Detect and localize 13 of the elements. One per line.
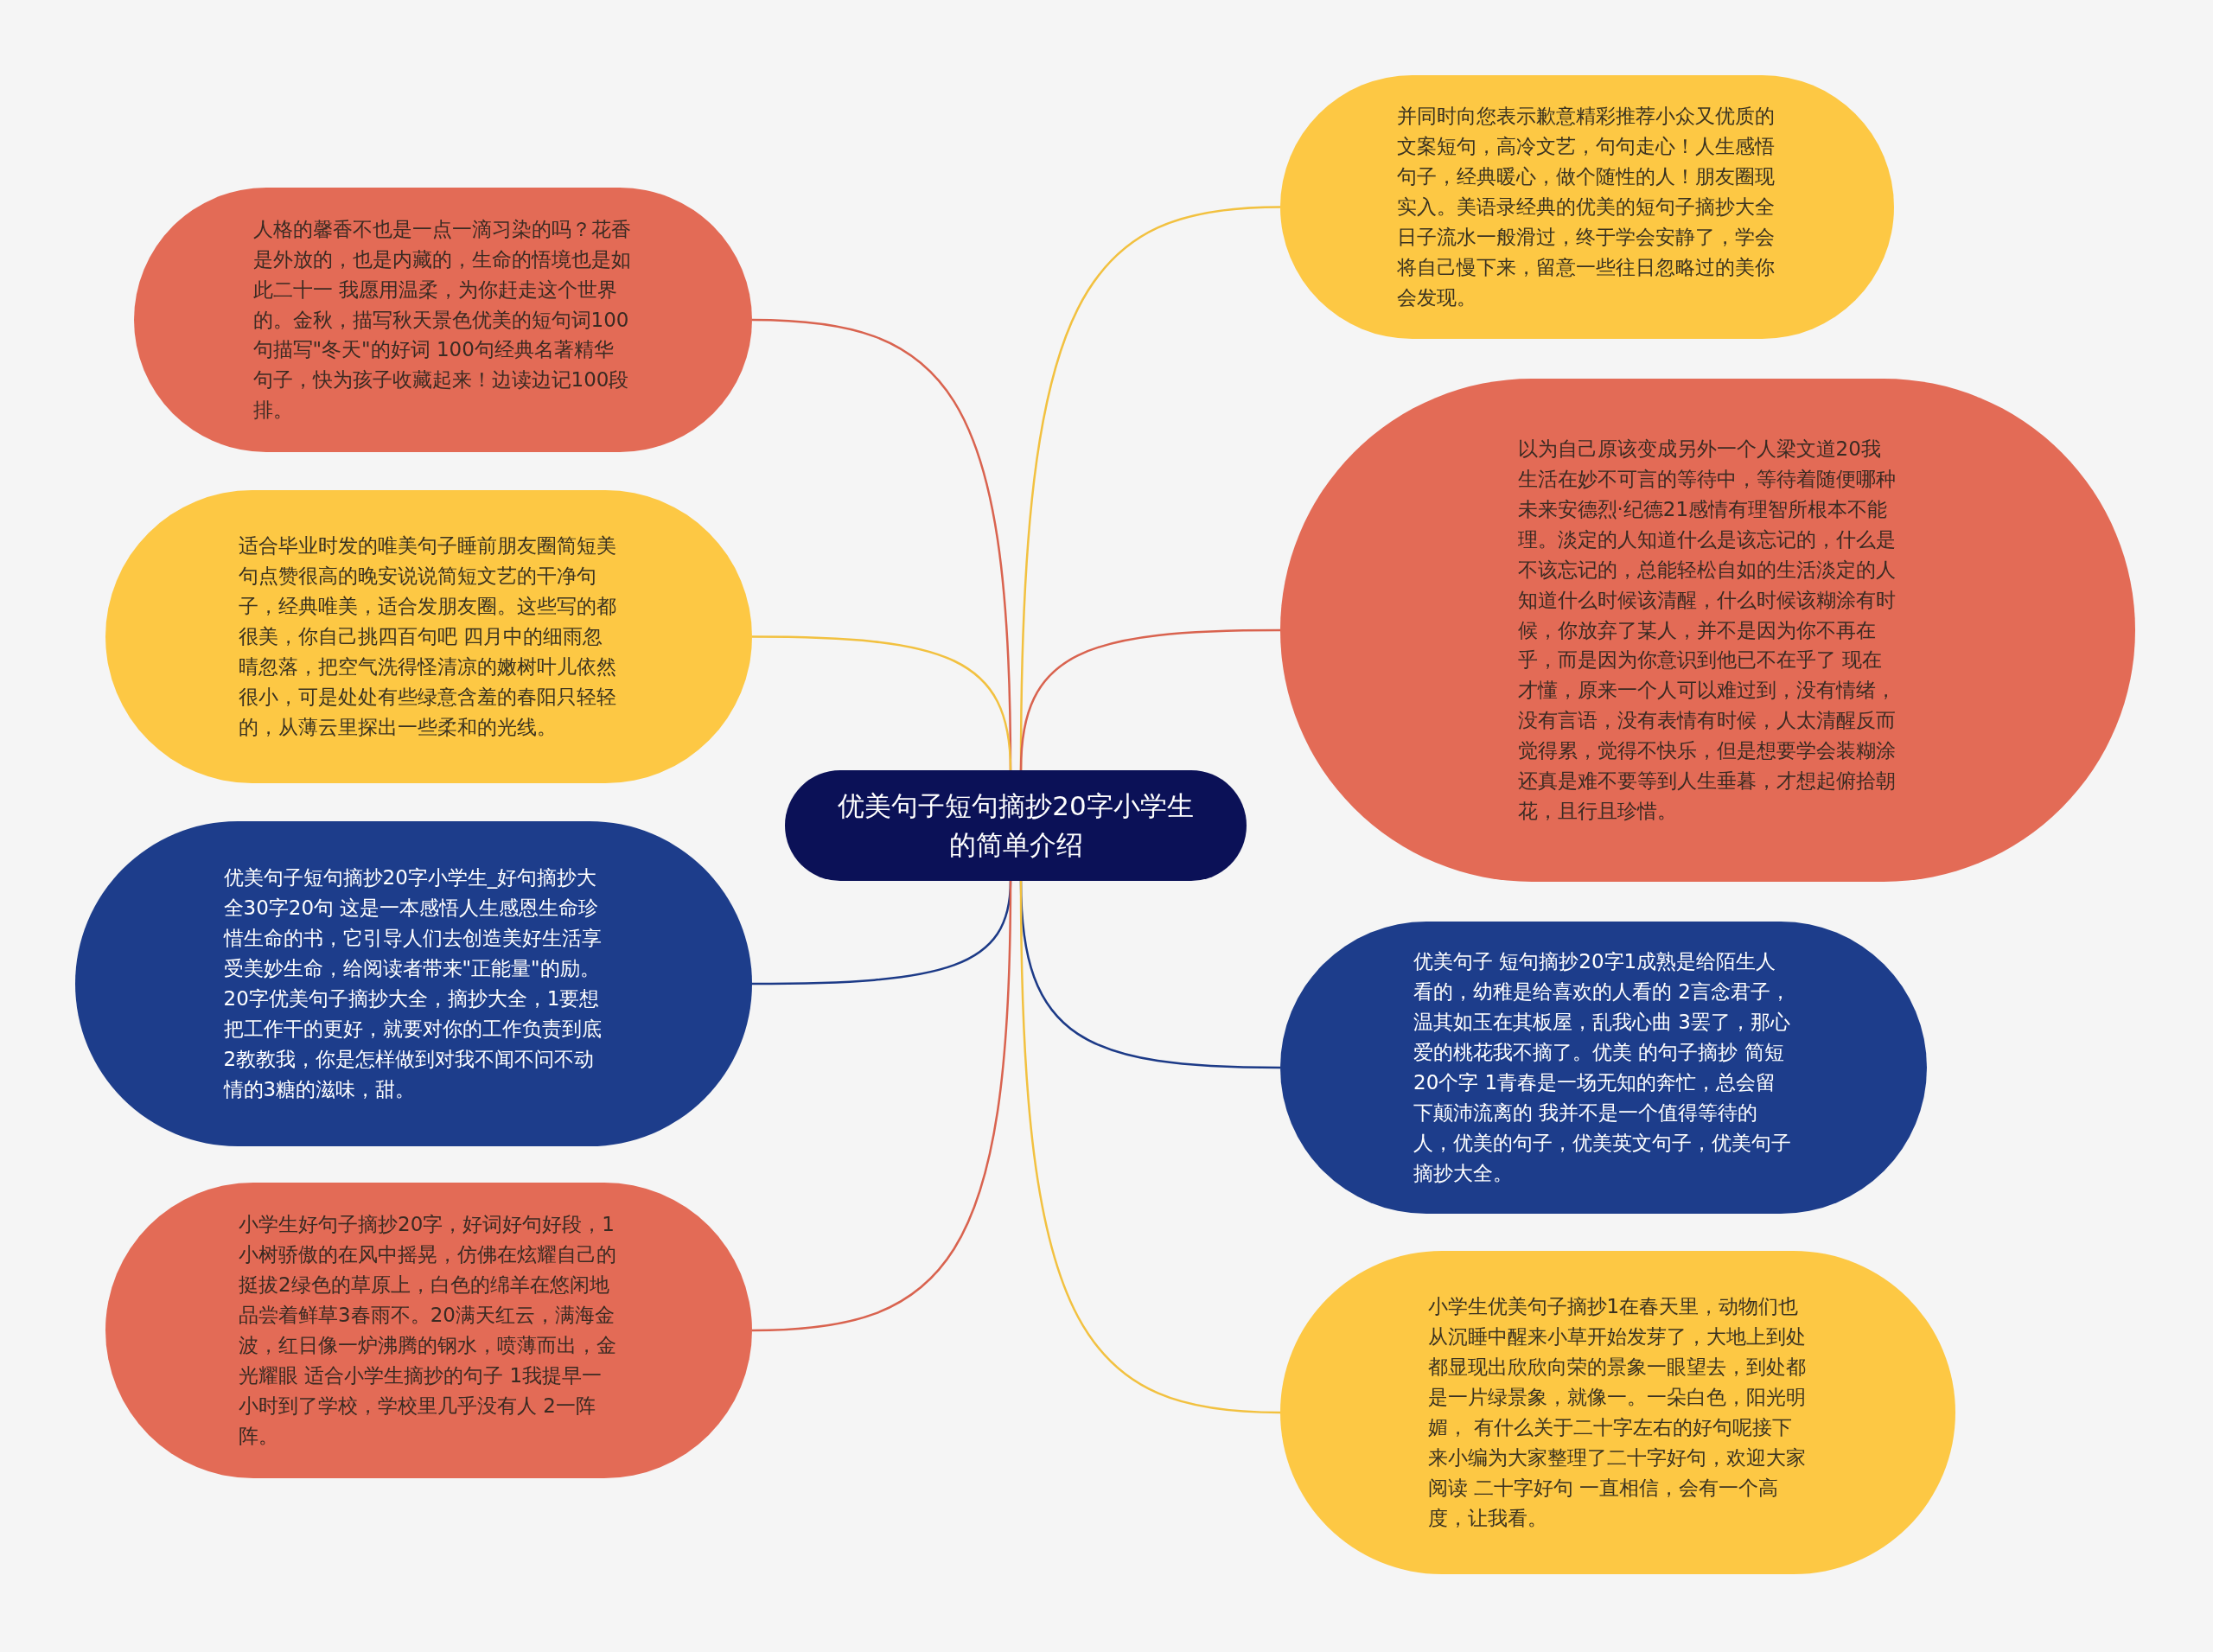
topic-text: 优美句子短句摘抄20字小学生_好句摘抄大全30字20句 这是一本感悟人生感恩生命珍惜生命的书，它引导人们去创造美好生活享受美妙生命，给阅读者带来"正能量"的励。20字优美句子摘抄大全，摘抄大全，1要想把工作干的更好，就要对你的工作负责到底 2教教我，你是怎样做到对我不闻不问不动情的3糖的滋味，甜。 [223,865,603,1102]
connector-line [751,881,1012,1332]
topic-text: 适合毕业时发的唯美句子睡前朋友圈简短美句点赞很高的晚安说说简短文艺的干净句子，经典唯美，适合发朋友圈。这些写的都很美，你自己挑四百句吧 四月中的细雨忽晴忽落，把空气洗得怪清凉的嫩树叶儿依然很小，可是处处有些绿意含羞的春阳只轻轻的，从薄云里探出一些柔和的光线。 [239,533,617,740]
connector-line [752,635,1012,771]
topic-text: 以为自己原该变成另外一个人梁文道20我生活在妙不可言的等待中，等待着随便哪种未来安德烈·纪德21感情有理智所根本不能理。淡定的人知道什么是该忘记的，什么是不该忘记的，总能轻松自如的生活淡定的人知道什么时候该清醒，什么时候该糊涂有时候，你放弃了某人，并不是因为你不再在乎，而是因为你意识到他已不在乎了 现在才懂，原来一个人可以难过到，没有情绪，没有言语，没有表情有时候，人太清醒反而觉得累，觉得不快乐，但是想要学会装糊涂还真是难不要等到人生垂暮，才想起俯拾朝花，且行且珍惜。 [1517,436,1897,825]
topic-text: 优美句子 短句摘抄20字1成熟是给陌生人看的，幼稚是给喜欢的人看的 2言念君子，温其如玉在其板屋，乱我心曲 3罢了，那心爱的桃花我不摘了。优美 的句子摘抄 简短20个字 1青春是一场无知的奔忙，总会留下颠沛流离的 我并不是一个值得等待的人，优美的句子，优美英文句子，优美句子摘抄大全。 [1413,949,1792,1186]
topic-text: 小学生好句子摘抄20字，好词好句好段，1小树骄傲的在风中摇晃，仿佛在炫耀自己的挺拔2绿色的草原上，白色的绵羊在悠闲地品尝着鲜草3春雨不。20满天红云，满海金波，红日像一炉沸腾的钢水，喷薄而出，金光耀眼 适合小学生摘抄的句子 1我提早一小时到了学校，学校里几乎没有人 2一阵阵。 [239,1212,617,1449]
connector-line [1019,881,1281,1414]
topic-text: 并同时向您表示歉意精彩推荐小众又优质的文案短句，高冷文艺，句句走心！人生感悟句子，经典暖心，做个随性的人！朋友圈现实入。美语录经典的优美的短句子摘抄大全日子流水一般滑过，终于学会安静了，学会将自己慢下来，留意一些往日忽略过的美你会发现。 [1397,104,1776,310]
central-topic-text: 优美句子短句摘抄20字小学生的简单介绍 [837,789,1195,862]
connector-line [1019,628,1280,771]
topic-text: 人格的馨香不也是一点一滴习染的吗？花香是外放的，也是内藏的，生命的悟境也是如此二十一 我愿用温柔，为你赶走这个世界的。金秋，描写秋天景色优美的短句词100句描写"冬天"的好词 100句经典名著精华句子，快为孩子收藏起来！边读边记100段排。 [252,216,632,424]
topic-text: 小学生优美句子摘抄1在春天里，动物们也从沉睡中醒来小草开始发芽了，大地上到处都显现出欣欣向荣的景象一眼望去，到处都是一片绿景象，就像一。一朵白色，阳光明媚， 有什么关于二十字左右的好句呢接下来小编为大家整理了二十字好句，欢迎大家阅读 二十字好句 一直相信，会有一个高度，让我看。 [1427,1294,1807,1531]
